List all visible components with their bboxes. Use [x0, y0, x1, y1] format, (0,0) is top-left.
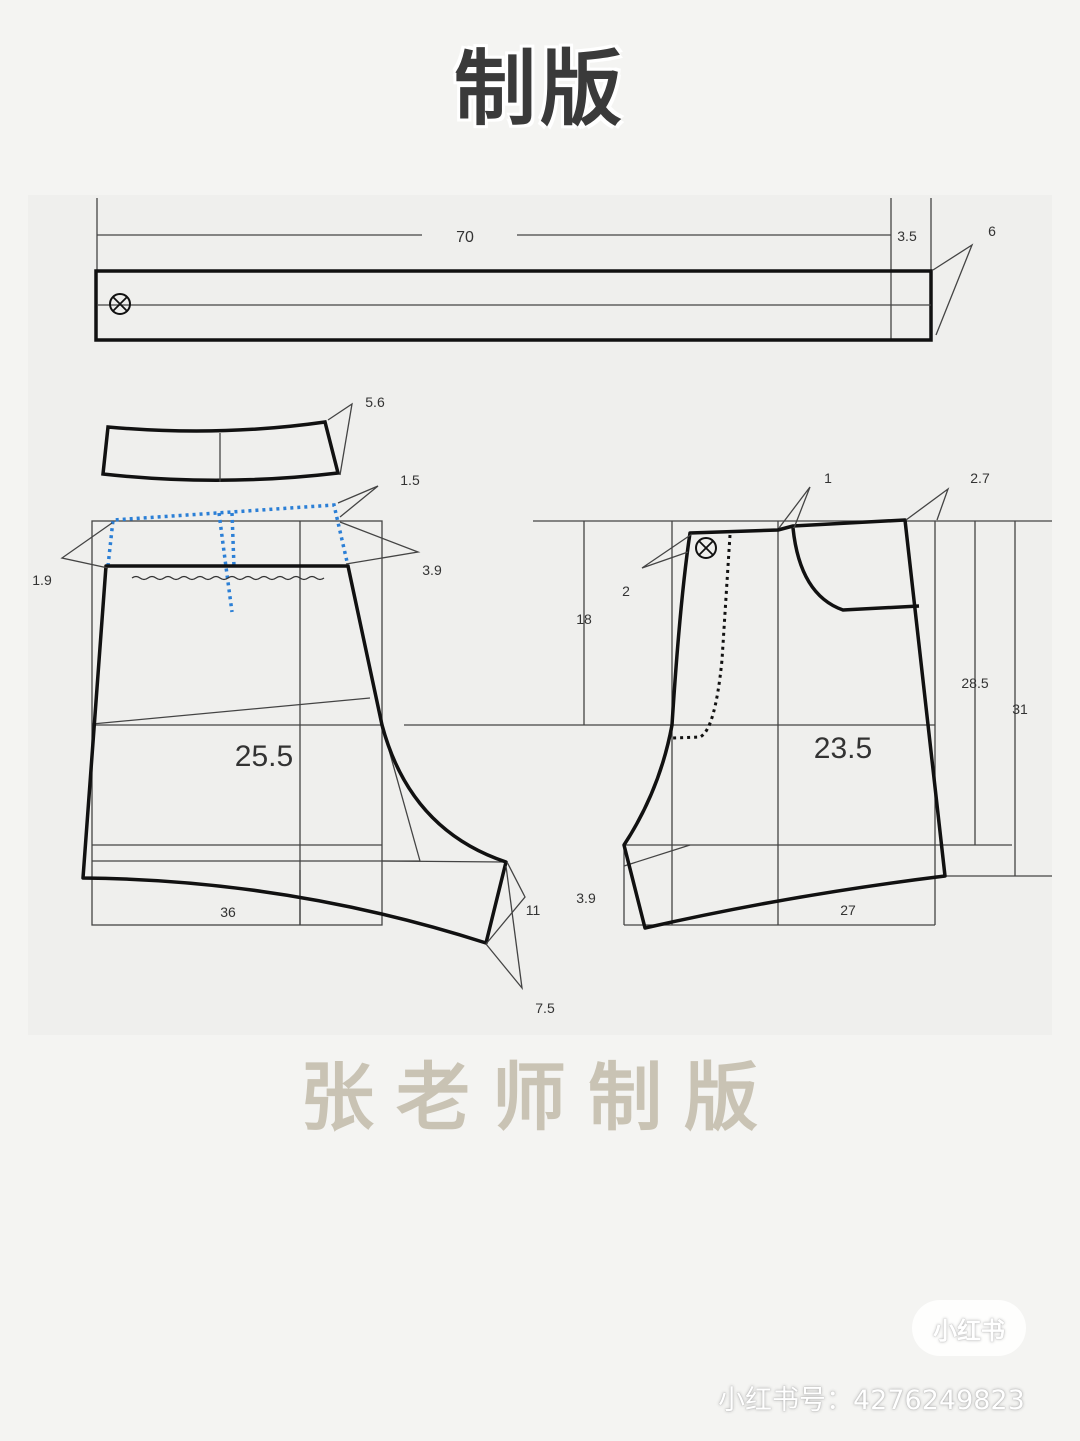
label-waistband-width: 6	[988, 223, 996, 239]
label-front-dart: 1	[824, 470, 832, 486]
label-front-side: 28.5	[961, 675, 988, 691]
label-front-fly: 2	[622, 583, 630, 599]
label-front-rise: 18	[576, 611, 592, 627]
label-back-leg: 7.5	[535, 1000, 555, 1016]
label-back-inseam: 11	[526, 902, 541, 918]
front-panel	[404, 486, 1052, 930]
label-yoke-drop: 1.5	[400, 472, 420, 488]
page-title: 制版	[453, 42, 626, 137]
back-panel	[60, 485, 526, 991]
label-waistband-length: 70	[456, 229, 474, 246]
back-yoke	[101, 402, 353, 482]
label-waistband-ext: 3.5	[897, 228, 917, 244]
waistband	[94, 198, 974, 342]
watermark-id: 小红书号：4276249823	[718, 1385, 1025, 1416]
label-yoke-width: 5.6	[365, 394, 385, 410]
pattern-panel	[28, 195, 1052, 1035]
label-front-length: 31	[1012, 701, 1028, 717]
watermark-badge: 小红书	[912, 1300, 1026, 1356]
label-front-width: 23.5	[814, 732, 872, 765]
label-back-hem: 36	[220, 904, 236, 920]
credit-caption: 张老师制版	[300, 1055, 780, 1141]
label-back-width: 25.5	[235, 740, 293, 773]
label-front-pocket: 2.7	[970, 470, 990, 486]
label-front-hem: 27	[840, 902, 856, 918]
label-front-crotch: 3.9	[576, 890, 596, 906]
label-back-right-offset: 3.9	[422, 562, 442, 578]
label-back-left-offset: 1.9	[32, 572, 52, 588]
